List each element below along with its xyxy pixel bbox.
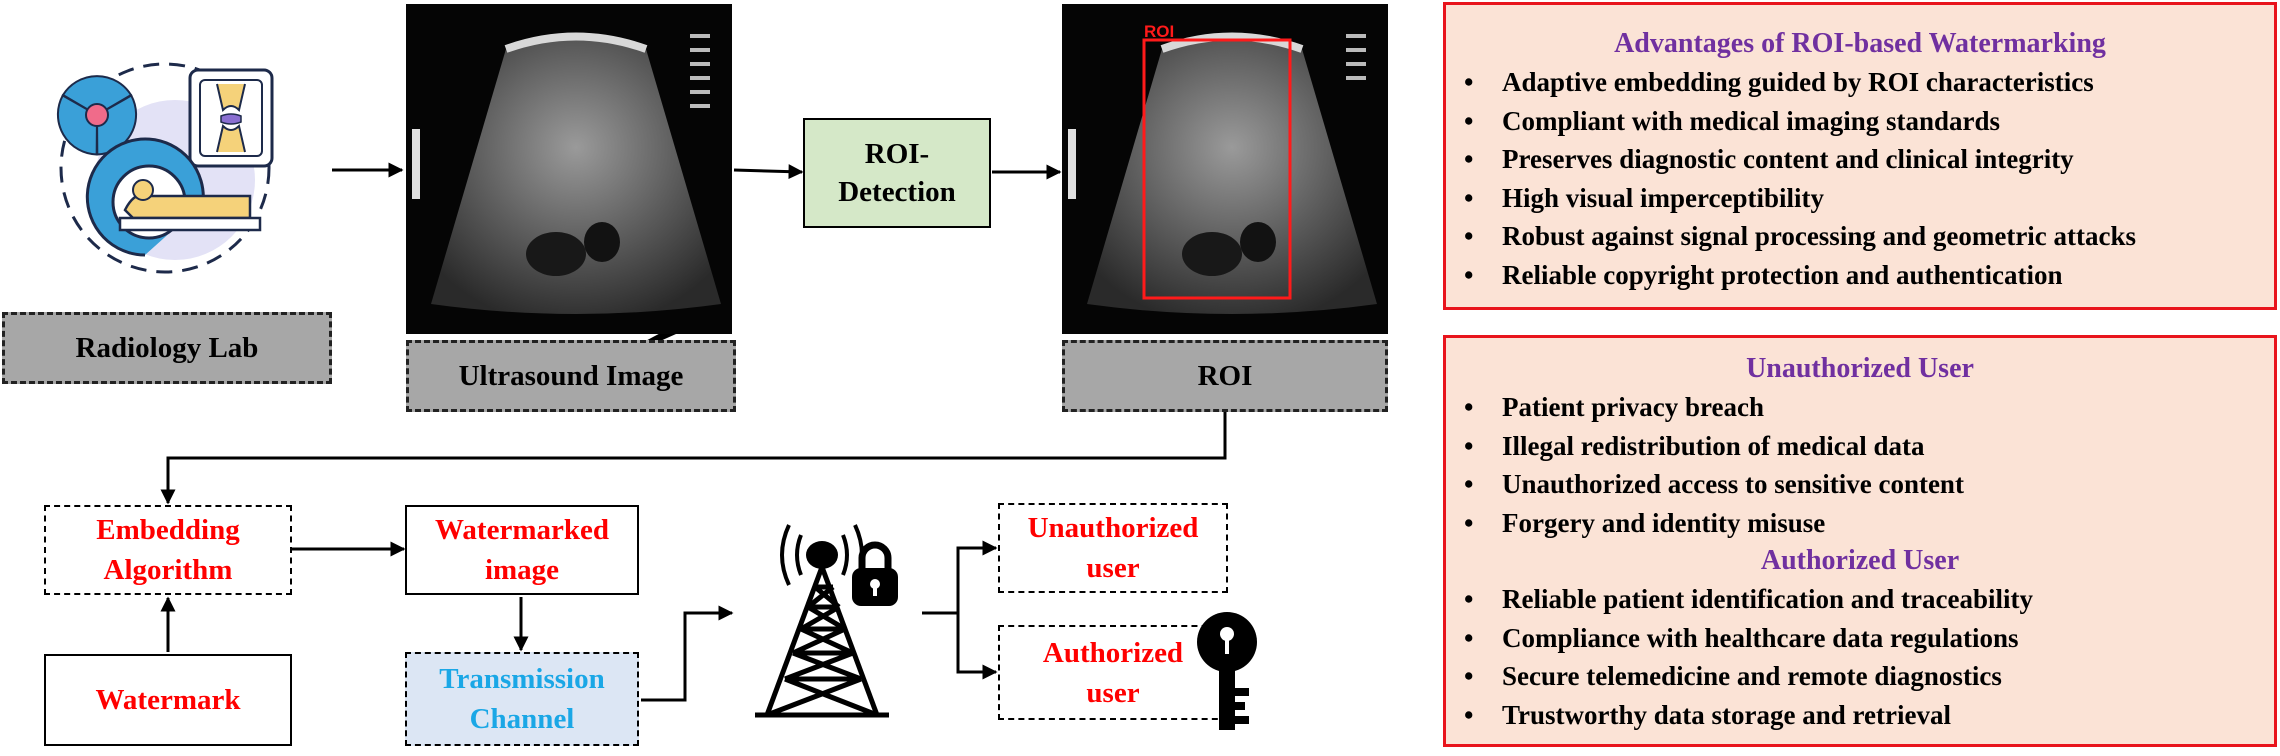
radiology-lab-label: Radiology Lab (2, 312, 332, 384)
roi-bounding-box (1142, 38, 1292, 300)
key-icon (1192, 608, 1262, 736)
antenna-tower-icon (735, 505, 925, 725)
roi-image: ROI (1062, 4, 1388, 334)
authorized-user-label: Authorized user (1042, 636, 1184, 709)
unauthorized-user-title: Unauthorized User (1746, 353, 1974, 384)
arrow-to-unauthorized (956, 540, 998, 613)
list-item: Reliable patient identification and trac… (1446, 580, 2274, 619)
advantages-panel: Advantages of ROI-based Watermarking Ada… (1443, 2, 2277, 310)
embedding-algorithm-box: Embedding Algorithm (44, 505, 292, 595)
list-item: Preserves diagnostic content and clinica… (1446, 140, 2274, 179)
watermark-box: Watermark (44, 654, 292, 746)
list-item: Adaptive embedding guided by ROI charact… (1446, 63, 2274, 102)
watermarked-image-label: Watermarked image (435, 514, 609, 586)
roi-detection-label: ROI- Detection (838, 138, 956, 208)
transmission-channel-box: Transmission Channel (405, 652, 639, 746)
list-item: High visual imperceptibility (1446, 179, 2274, 218)
advantages-list: Adaptive embedding guided by ROI charact… (1446, 63, 2274, 294)
unauthorized-user-label: Unauthorized user (1027, 512, 1199, 584)
transmission-channel-label: Transmission Channel (439, 663, 605, 735)
list-item: Robust against signal processing and geo… (1446, 217, 2274, 256)
authorized-list: Reliable patient identification and trac… (1446, 580, 2274, 734)
list-item: Secure telemedicine and remote diagnosti… (1446, 657, 2274, 696)
list-item: Patient privacy breach (1446, 388, 2274, 427)
list-item: Unauthorized access to sensitive content (1446, 465, 2274, 504)
list-item: Forgery and identity misuse (1446, 504, 2274, 543)
watermark-label: Watermark (95, 684, 241, 716)
ultrasound-image (406, 4, 732, 334)
padlock-icon (848, 540, 902, 608)
ct-scanner-icon (85, 137, 262, 257)
roi-detection-box: ROI- Detection (803, 118, 991, 228)
radiology-lab-icon (25, 40, 315, 290)
list-item: Trustworthy data storage and retrieval (1446, 696, 2274, 735)
ultrasound-image-label: Ultrasound Image (406, 340, 736, 412)
radiation-icon (56, 75, 138, 156)
users-panel: Unauthorized User Patient privacy breach… (1443, 335, 2277, 747)
list-item: Illegal redistribution of medical data (1446, 427, 2274, 466)
authorized-user-box: Authorized user (998, 625, 1228, 720)
unauthorized-list: Patient privacy breach Illegal redistrib… (1446, 388, 2274, 542)
arrow-transmission-to-tower (641, 605, 734, 702)
unauthorized-user-box: Unauthorized user (998, 503, 1228, 593)
arrow-to-authorized (956, 613, 998, 680)
list-item: Compliant with medical imaging standards (1446, 102, 2274, 141)
list-item: Reliable copyright protection and authen… (1446, 256, 2274, 295)
joint-xray-icon (188, 68, 274, 168)
watermarked-image-box: Watermarked image (405, 505, 639, 595)
authorized-user-title: Authorized User (1760, 545, 1960, 576)
roi-label: ROI (1062, 340, 1388, 412)
list-item: Compliance with healthcare data regulati… (1446, 619, 2274, 658)
arrow-roi-to-embedding (160, 412, 1227, 505)
roi-overlay-label: ROI (1144, 22, 1175, 41)
arrow-ultrasound-to-detection (733, 164, 804, 180)
advantages-title: Advantages of ROI-based Watermarking (1614, 28, 2106, 59)
embedding-algorithm-label: Embedding Algorithm (96, 514, 240, 586)
